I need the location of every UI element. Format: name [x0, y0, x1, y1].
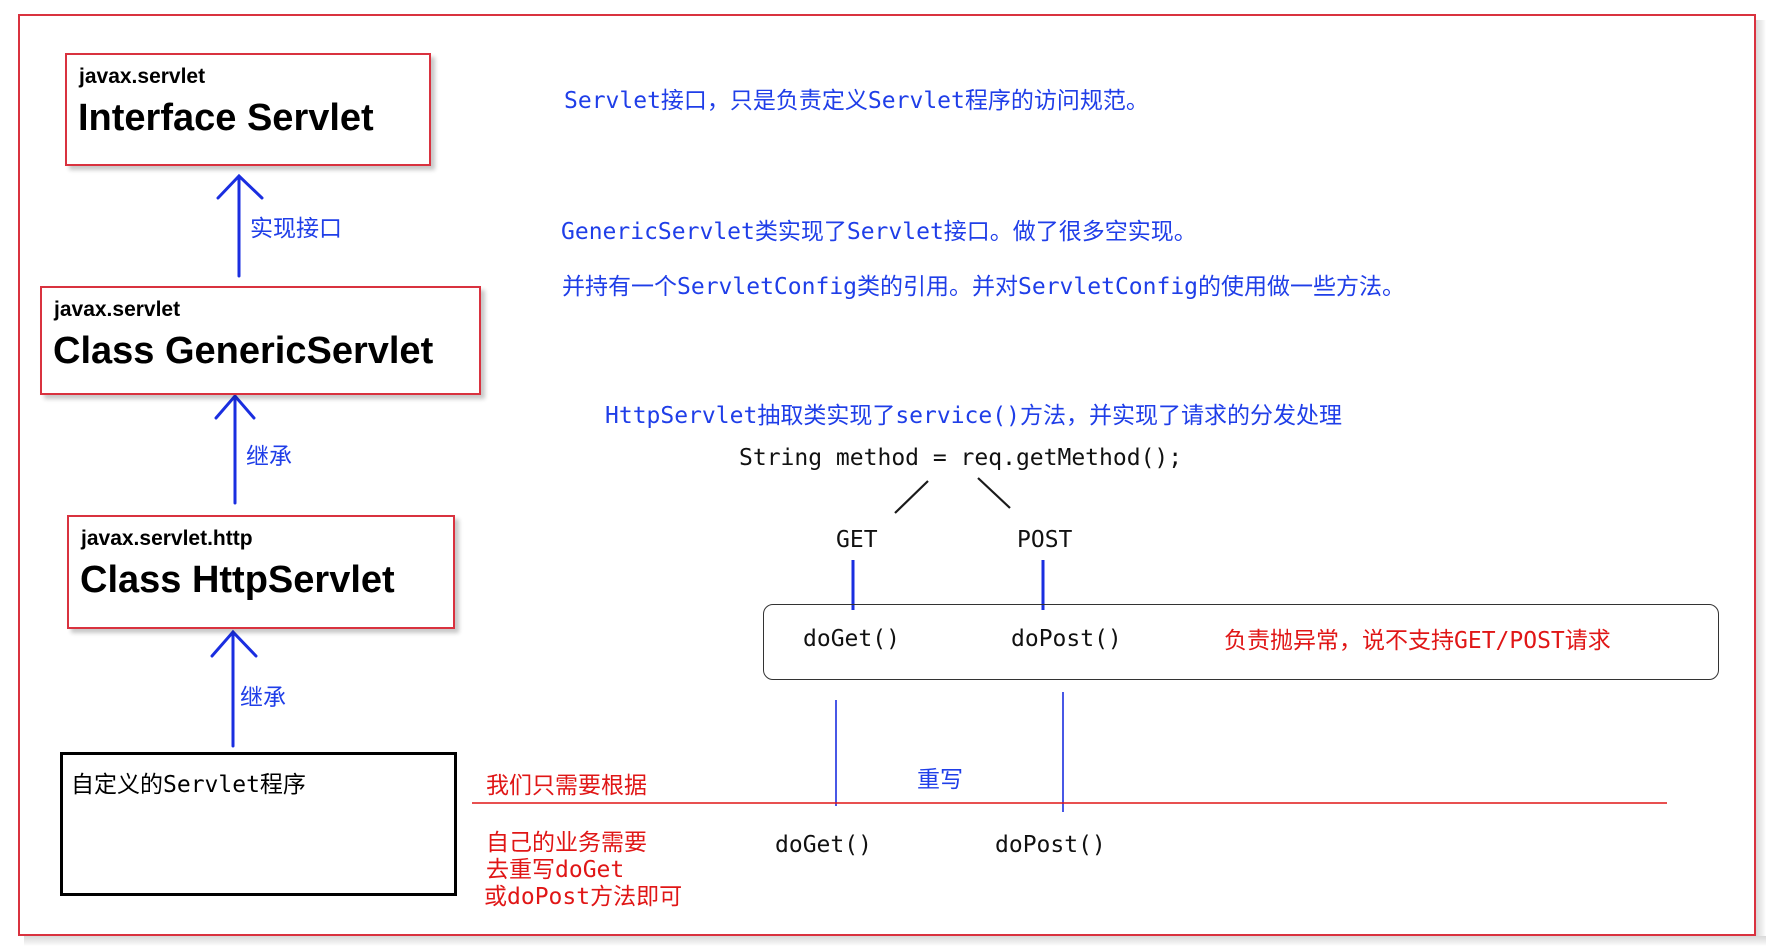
custom-dopost-method: doPost() [995, 832, 1106, 858]
frame-shadow-right [1756, 20, 1766, 940]
extends-label-1: 继承 [246, 444, 292, 470]
exception-note: 负责抛异常，说不支持GET/POST请求 [1224, 628, 1611, 654]
or-dopost-note: 或doPost方法即可 [484, 884, 683, 910]
get-method-code: String method = req.getMethod(); [739, 445, 1183, 471]
http-note: HttpServlet抽取类实现了service()方法，并实现了请求的分发处理 [605, 403, 1342, 429]
implements-label: 实现接口 [250, 216, 342, 242]
generic-note-2: 并持有一个ServletConfig类的引用。并对ServletConfig的使… [562, 274, 1406, 300]
override-doget-note: 去重写doGet [486, 857, 625, 883]
custom-doget-method: doGet() [775, 832, 872, 858]
package-label: javax.servlet [79, 65, 206, 88]
doget-method: doGet() [803, 626, 900, 652]
interface-servlet-box: javax.servlet Interface Servlet [65, 53, 431, 166]
dopost-method: doPost() [1011, 626, 1122, 652]
class-name: Interface Servlet [78, 97, 374, 139]
frame-shadow-bottom [24, 936, 1766, 946]
http-servlet-box: javax.servlet.http Class HttpServlet [67, 515, 455, 629]
servlet-note: Servlet接口，只是负责定义Servlet程序的访问规范。 [564, 88, 1149, 114]
we-only-need-note: 我们只需要根据 [486, 773, 647, 799]
generic-note-1: GenericServlet类实现了Servlet接口。做了很多空实现。 [561, 219, 1197, 245]
own-business-note: 自己的业务需要 [486, 830, 647, 856]
generic-servlet-box: javax.servlet Class GenericServlet [40, 286, 481, 395]
extends-label-2: 继承 [240, 685, 286, 711]
get-label: GET [836, 527, 878, 553]
custom-servlet-label: 自定义的Servlet程序 [71, 772, 306, 798]
class-name: Class GenericServlet [53, 330, 434, 372]
package-label: javax.servlet.http [81, 527, 253, 550]
post-label: POST [1017, 527, 1073, 553]
dispatch-methods-box [763, 604, 1719, 680]
override-label: 重写 [917, 767, 963, 793]
custom-servlet-box: 自定义的Servlet程序 [60, 752, 457, 896]
package-label: javax.servlet [54, 298, 181, 321]
class-name: Class HttpServlet [80, 559, 395, 601]
